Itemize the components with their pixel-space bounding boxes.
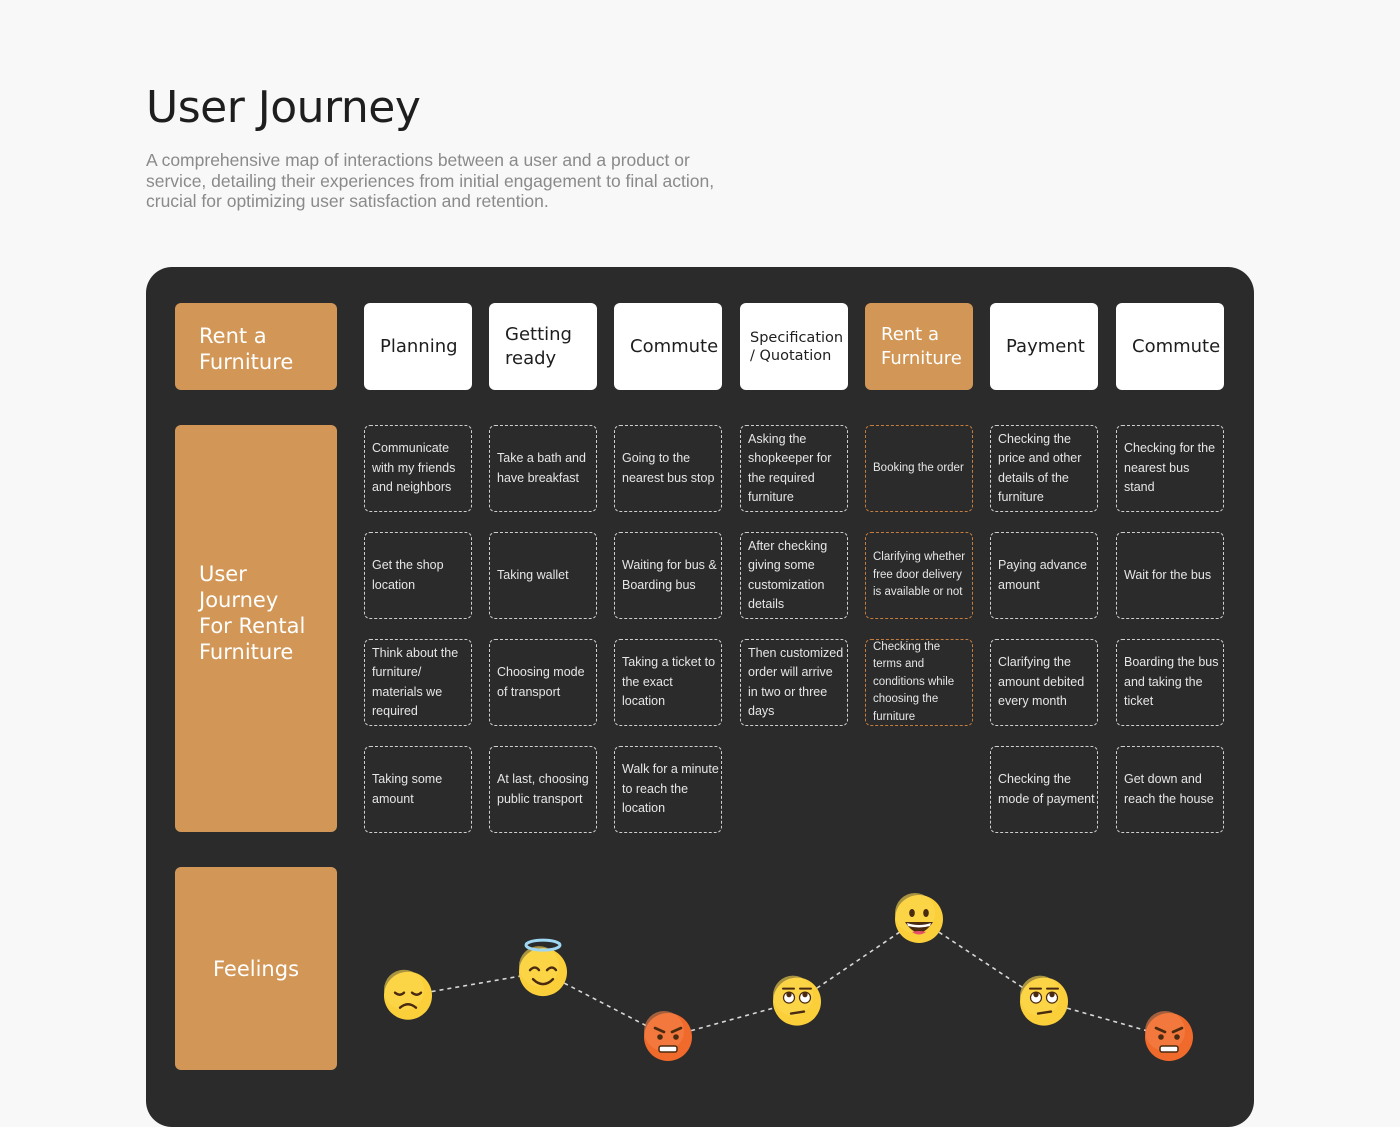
step-text: Clarifying whether free door delivery is… [873, 551, 966, 599]
step-text: Taking some amount [372, 772, 443, 806]
step-card: Communicate with my friends and neighbor… [364, 425, 472, 512]
step-card: Get the shop location [364, 532, 472, 619]
step-text: Communicate with my friends and neighbor… [372, 441, 456, 495]
step-card: Clarifying whether free door delivery is… [865, 532, 973, 619]
page-title: User Journey [146, 82, 421, 133]
step-card: Booking the order [865, 425, 973, 512]
step-card: Checking the terms and conditions while … [865, 639, 973, 726]
step-text: Think about the furniture/ materials we … [372, 645, 459, 719]
step-card: After checking giving some customization… [740, 532, 848, 619]
step-text: Checking the price and other details of … [998, 431, 1082, 505]
step-text: Taking a ticket to the exact location [622, 655, 716, 709]
row-label-rent: Rent a Furniture [175, 303, 337, 390]
step-text: Choosing mode of transport [497, 665, 585, 699]
eye-roll-emoji-icon [1020, 975, 1068, 1026]
step-card: Walk for a minute to reach the location [614, 746, 722, 833]
step-text: Checking the terms and conditions while … [873, 640, 955, 723]
stage-header-7: Commute [1116, 303, 1224, 390]
step-text: Paying advance amount [998, 558, 1087, 592]
step-card: Going to the nearest bus stop [614, 425, 722, 512]
step-text: Boarding the bus and taking the ticket [1124, 655, 1219, 709]
step-card: Wait for the bus [1116, 532, 1224, 619]
step-text: Get the shop location [372, 558, 444, 592]
feeling-connector [796, 918, 920, 1003]
step-card: Checking the mode of payment [990, 746, 1098, 833]
row-label-journey: User Journey For Rental Furniture [175, 425, 337, 832]
step-card: Clarifying the amount debited every mont… [990, 639, 1098, 726]
step-text: At last, choosing public transport [497, 772, 589, 806]
step-card: Taking wallet [489, 532, 597, 619]
step-card: Paying advance amount [990, 532, 1098, 619]
step-text: After checking giving some customization… [748, 538, 828, 612]
step-card: Think about the furniture/ materials we … [364, 639, 472, 726]
step-card: Choosing mode of transport [489, 639, 597, 726]
step-card: Waiting for bus & Boarding bus [614, 532, 722, 619]
grinning-emoji-icon [895, 893, 943, 943]
angry-emoji-icon [1145, 1011, 1193, 1061]
page-subtitle: A comprehensive map of interactions betw… [146, 150, 715, 211]
step-text: Checking for the nearest bus stand [1124, 441, 1216, 495]
step-text: Going to the nearest bus stop [622, 451, 715, 485]
step-card: Checking for the nearest bus stand [1116, 425, 1224, 512]
step-card: Checking the price and other details of … [990, 425, 1098, 512]
step-text: Taking wallet [497, 567, 569, 582]
journey-board: Rent a Furniture User Journey For Rental… [146, 267, 1254, 1127]
step-text: Clarifying the amount debited every mont… [998, 655, 1085, 709]
feeling-connector [1043, 1000, 1170, 1038]
stage-header-5: Rent a Furniture [865, 303, 973, 390]
stage-header-6: Payment [990, 303, 1098, 390]
stage-header-2: Getting ready [489, 303, 597, 390]
step-card: Taking a ticket to the exact location [614, 639, 722, 726]
stage-header-1: Planning [364, 303, 472, 390]
step-text: Then customized order will arrive in two… [748, 645, 844, 719]
step-text: Booking the order [873, 461, 964, 474]
step-text: Take a bath and have breakfast [497, 451, 586, 485]
step-text: Walk for a minute to reach the location [622, 762, 719, 816]
step-card: Asking the shopkeeper for the required f… [740, 425, 848, 512]
step-text: Get down and reach the house [1124, 772, 1214, 806]
row-label-feelings: Feelings [175, 867, 337, 1070]
step-text: Wait for the bus [1124, 567, 1212, 582]
step-text: Waiting for bus & Boarding bus [622, 558, 717, 592]
eye-roll-emoji-icon [773, 975, 821, 1026]
stage-header-4: Specification / Quotation [740, 303, 848, 390]
step-card: Get down and reach the house [1116, 746, 1224, 833]
step-card: Boarding the bus and taking the ticket [1116, 639, 1224, 726]
step-card: At last, choosing public transport [489, 746, 597, 833]
angelic-emoji-icon [519, 938, 567, 997]
stage-header-3: Commute [614, 303, 722, 390]
step-text: Asking the shopkeeper for the required f… [748, 431, 832, 505]
step-card: Take a bath and have breakfast [489, 425, 597, 512]
step-text: Checking the mode of payment [998, 772, 1095, 806]
feeling-connector [918, 918, 1045, 1003]
angry-emoji-icon [644, 1011, 692, 1061]
feelings-curve [384, 893, 1193, 1061]
feeling-connector [667, 1000, 798, 1038]
step-card: Then customized order will arrive in two… [740, 639, 848, 726]
sad-emoji-icon [384, 969, 432, 1020]
step-card: Taking some amount [364, 746, 472, 833]
